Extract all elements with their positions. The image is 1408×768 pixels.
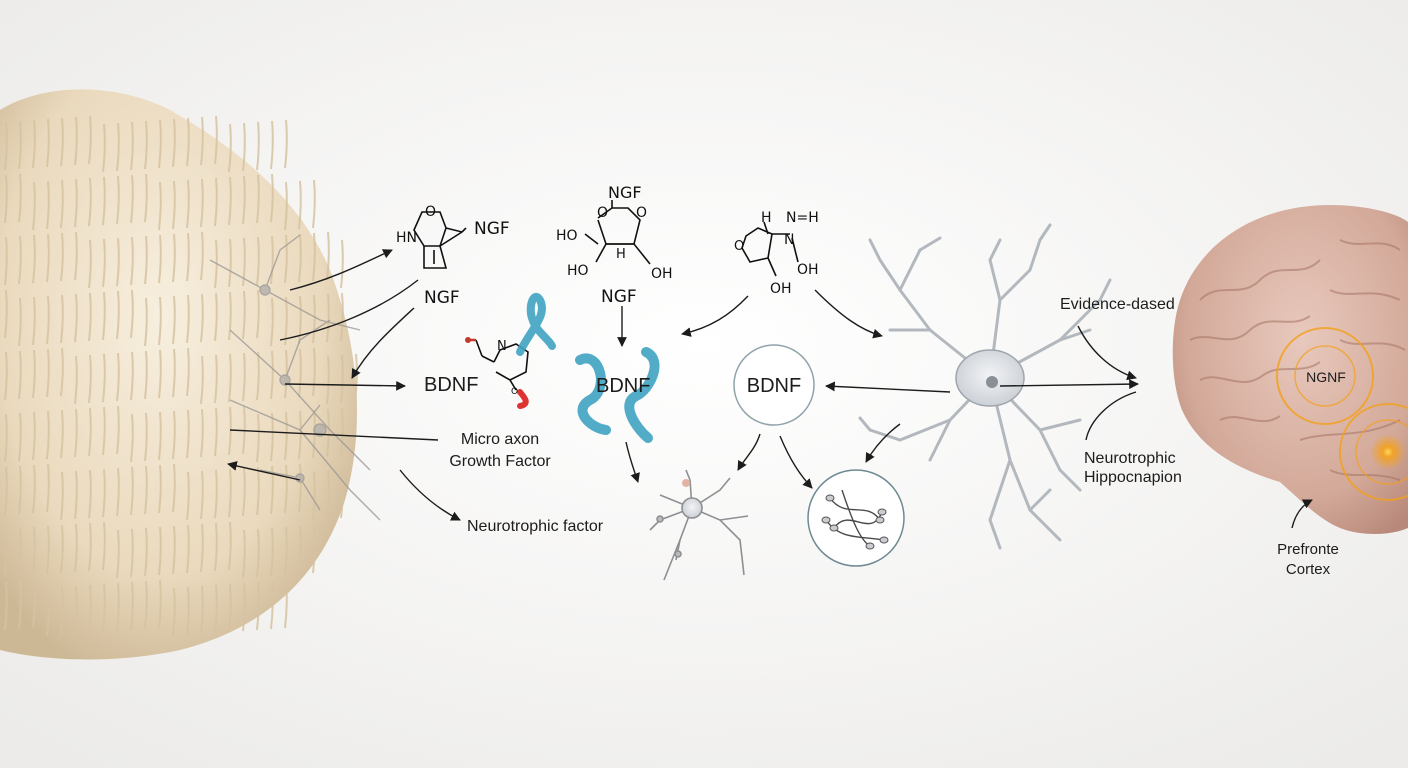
label-neurotrophic: Neurotrophic [1084,450,1176,467]
lions-mane-mushroom [0,89,358,660]
m2-atom-o: O [636,205,647,221]
m2-ho-bottom: HO [567,263,589,279]
ngf-molecule-2: NGF O O HO H HO OH NGF [556,183,673,307]
small-neuron [649,469,749,581]
label-prefrontal: Prefronte [1277,541,1339,558]
bdnf-molecule-left: N O BDNF [424,292,556,409]
brain-spot-label: NGNF [1306,369,1346,385]
label-hippocampus: Hippocnapion [1084,469,1182,486]
m2-ngf-below: NGF [601,287,637,307]
m3-oh-right: OH [797,262,819,278]
ngf-molecule-3: H N=H N O OH OH [734,210,819,297]
m3-atom-h: H [761,210,772,226]
label-micro-axon: Micro axon [461,431,539,448]
m2-ngf-top: NGF [608,183,642,202]
brain: NGNF [1172,205,1408,534]
bdnf-label-helix: BDNF [596,375,650,397]
m2-oh-bottom: OH [651,266,673,282]
m2-atom-h: H [616,247,626,262]
m3-atom-n: N [784,232,794,248]
m1-atom-o: O [425,204,436,220]
m3-atom-o-left: O [734,239,744,254]
m2-ho-left: HO [556,228,578,244]
m1-ngf-label: NGF [474,219,510,239]
label-cortex: Cortex [1286,561,1331,578]
m2-atom-o-top: O [597,205,608,221]
label-neurotrophic-factor: Neurotrophic factor [467,518,604,535]
large-neuron [858,223,1112,550]
arrows [227,249,1313,529]
label-evidence: Evidence-dased [1060,296,1175,313]
m1-atom-hn: HN [396,230,417,246]
bdnf-molecule-n: N [497,339,507,354]
bdnf-helix: BDNF [575,347,660,443]
bdnf-molecule-o: O [511,387,518,397]
m1-ngf-below: NGF [424,288,460,308]
text-labels: Micro axon Growth Factor Neurotrophic fa… [449,296,1339,578]
synapse-circle [807,469,905,567]
label-growth-factor: Growth Factor [449,453,551,470]
m3-oh-bottom: OH [770,281,792,297]
bdnf-label-circle: BDNF [747,375,801,397]
bdnf-circle: BDNF [733,344,815,426]
mushroom-neuron-network [209,234,381,521]
ngf-molecule-1: O HN NGF NGF [396,204,510,308]
bdnf-label-left: BDNF [424,374,478,396]
m3-n-eq-h: N=H [786,210,819,226]
